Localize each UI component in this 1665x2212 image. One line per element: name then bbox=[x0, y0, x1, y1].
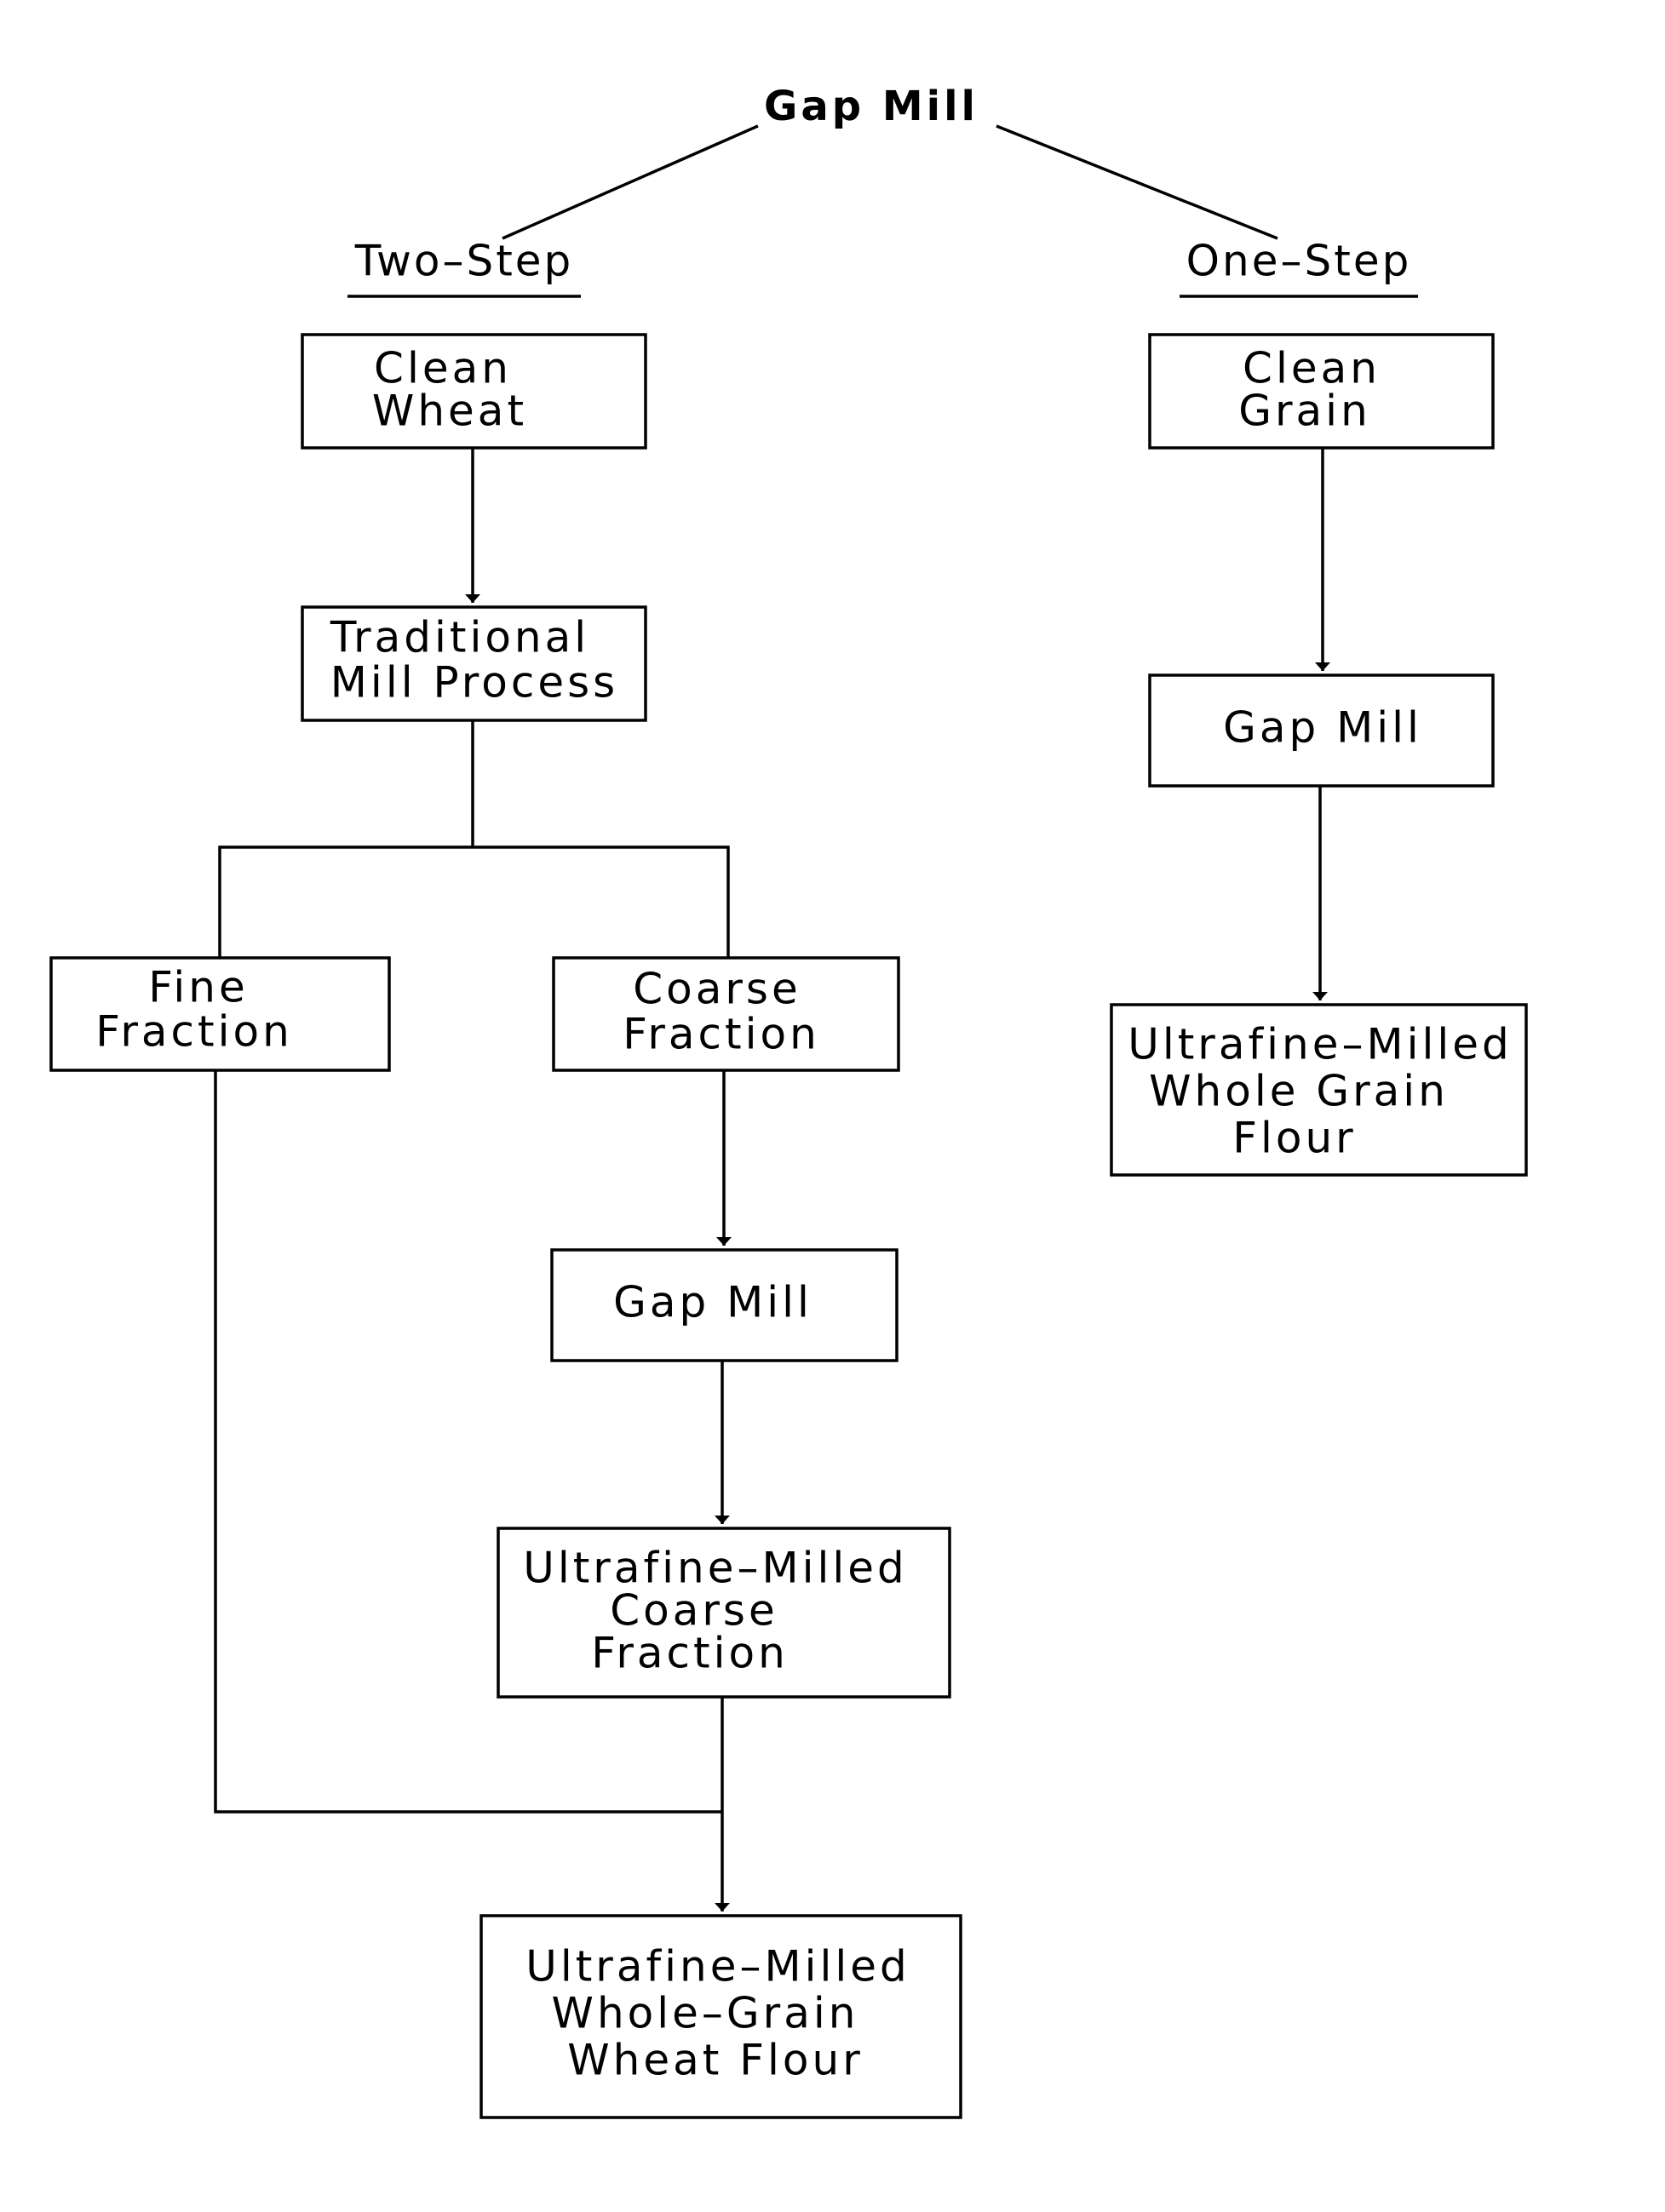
node-clean-grain: Clean Grain bbox=[1150, 335, 1493, 448]
fine-fraction-line-2: Fraction bbox=[95, 1007, 293, 1057]
node-one-step-gap-mill: Gap Mill bbox=[1150, 675, 1493, 786]
node-two-step-gap-mill: Gap Mill bbox=[552, 1250, 897, 1361]
coarse-fraction-line-1: Coarse bbox=[633, 965, 801, 1014]
node-clean-wheat: Clean Wheat bbox=[302, 335, 646, 448]
two-step-gap-mill-label: Gap Mill bbox=[613, 1278, 812, 1327]
one-step-flour-line-3: Flour bbox=[1232, 1114, 1357, 1163]
one-step-flour-line-2: Whole Grain bbox=[1149, 1067, 1449, 1116]
two-step-heading: Two–Step bbox=[354, 237, 574, 286]
clean-grain-line-2: Grain bbox=[1238, 387, 1371, 436]
two-step-flour-line-2: Whole–Grain bbox=[552, 1989, 859, 2038]
node-traditional-mill-process: Traditional Mill Process bbox=[302, 607, 646, 720]
coarse-fraction-line-2: Fraction bbox=[623, 1010, 820, 1059]
node-two-step-final-flour: Ultrafine–Milled Whole–Grain Wheat Flour bbox=[481, 1916, 961, 2117]
node-coarse-fraction: Coarse Fraction bbox=[554, 958, 899, 1070]
root-to-one-step-line bbox=[996, 126, 1277, 238]
one-step-heading: One–Step bbox=[1186, 237, 1412, 286]
one-step-flour-line-1: Ultrafine–Milled bbox=[1128, 1020, 1513, 1069]
two-step-flour-line-1: Ultrafine–Milled bbox=[525, 1942, 910, 1991]
traditional-line-1: Traditional bbox=[330, 613, 589, 662]
fine-fraction-line-1: Fine bbox=[148, 963, 248, 1012]
root-title: Gap Mill bbox=[764, 83, 979, 130]
connector-fine-fraction-merge bbox=[215, 1070, 722, 1812]
connector-split bbox=[220, 847, 728, 958]
ultrafine-coarse-line-3: Fraction bbox=[591, 1629, 789, 1678]
node-fine-fraction: Fine Fraction bbox=[51, 958, 389, 1070]
node-one-step-final-flour: Ultrafine–Milled Whole Grain Flour bbox=[1111, 1005, 1526, 1175]
node-ultrafine-coarse-fraction: Ultrafine–Milled Coarse Fraction bbox=[498, 1528, 950, 1697]
root-to-two-step-line bbox=[502, 126, 758, 238]
two-step-flour-line-3: Wheat Flour bbox=[567, 2036, 864, 2085]
traditional-line-2: Mill Process bbox=[330, 658, 618, 708]
clean-wheat-line-2: Wheat bbox=[372, 387, 527, 436]
one-step-gap-mill-label: Gap Mill bbox=[1223, 703, 1422, 753]
